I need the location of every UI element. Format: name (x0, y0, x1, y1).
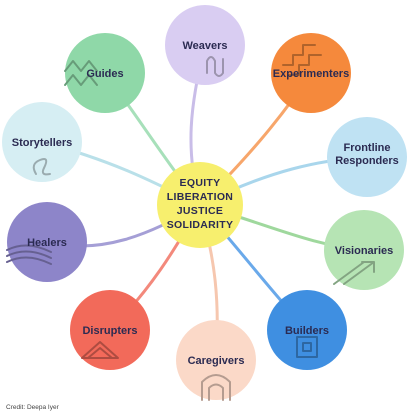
arrow-up-right-icon (333, 261, 365, 285)
node-storytellers: Storytellers (2, 102, 82, 182)
builders-circle (267, 290, 347, 370)
caregivers-label: Caregivers (188, 355, 245, 367)
center-line-4: SOLIDARITY (167, 219, 234, 231)
node-healers: Healers (6, 202, 87, 282)
healers-circle (7, 202, 87, 282)
visionaries-circle (324, 210, 404, 290)
experimenters-circle (271, 33, 351, 113)
healers-label: Healers (27, 237, 67, 249)
nested-squares-icon (302, 342, 312, 352)
squiggle-icon (32, 158, 51, 176)
triangle-icon (87, 347, 113, 359)
mountains-icon (64, 74, 98, 86)
center-circle (157, 162, 243, 248)
visionaries-label: Visionaries (335, 245, 394, 257)
arches-icon (208, 383, 224, 401)
frontline-responders-circle (327, 117, 407, 197)
role-nodes: WeaversExperimentersFrontlineRespondersV… (2, 5, 407, 401)
center-line-2: LIBERATION (167, 191, 233, 203)
node-caregivers: Caregivers (176, 320, 256, 401)
builders-label: Builders (285, 325, 329, 337)
waves-icon (6, 256, 52, 265)
node-experimenters: Experimenters (271, 33, 351, 113)
frontline-responders-label: Frontline (343, 142, 390, 154)
guides-circle (65, 33, 145, 113)
guides-label: Guides (86, 68, 123, 80)
center-node: EQUITY LIBERATION JUSTICE SOLIDARITY (157, 162, 243, 248)
weave-icon (206, 56, 224, 77)
weavers-circle (165, 5, 245, 85)
center-line-3: JUSTICE (177, 205, 223, 217)
caregivers-circle (176, 320, 256, 400)
node-disrupters: Disrupters (70, 290, 150, 370)
storytellers-circle (2, 102, 82, 182)
node-guides: Guides (64, 33, 145, 113)
frontline-responders-label: Responders (335, 155, 399, 167)
disrupters-label: Disrupters (82, 325, 137, 337)
stairs-icon (288, 54, 322, 76)
node-visionaries: Visionaries (324, 210, 404, 290)
experimenters-label: Experimenters (273, 68, 349, 80)
storytellers-label: Storytellers (12, 137, 73, 149)
center-line-1: EQUITY (180, 177, 221, 189)
node-weavers: Weavers (165, 5, 245, 85)
footer-credit: Credit: Deepa Iyer (6, 404, 60, 411)
node-builders: Builders (267, 290, 347, 370)
weavers-label: Weavers (182, 40, 227, 52)
